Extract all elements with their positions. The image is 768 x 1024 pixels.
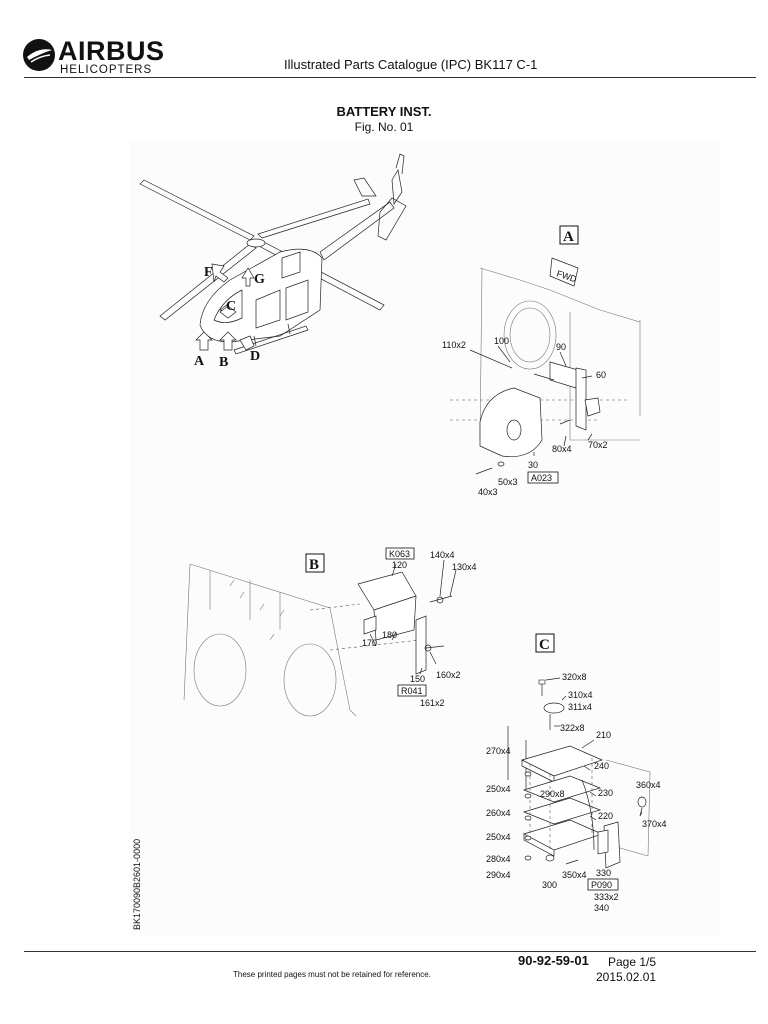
label-300: 300 xyxy=(542,880,557,890)
location-mark-f: F xyxy=(204,265,213,280)
brand-subtitle: HELICOPTERS xyxy=(60,64,153,76)
ref-box-r041: R041 xyxy=(401,686,423,696)
page-header: AIRBUS HELICOPTERS Illustrated Parts Cat… xyxy=(0,0,768,80)
label-310x4: 310x4 xyxy=(568,690,593,700)
header-rule xyxy=(24,77,756,78)
label-230: 230 xyxy=(598,788,613,798)
label-220: 220 xyxy=(598,811,613,821)
parts-drawing: F G C A B D A FWD xyxy=(130,140,720,935)
revision-date: 2015.02.01 xyxy=(596,970,657,984)
ref-box-p090: P090 xyxy=(591,880,612,890)
airbus-logo-mark-icon xyxy=(23,39,55,71)
label-290x4: 290x4 xyxy=(486,870,511,880)
label-340: 340 xyxy=(594,903,609,913)
label-240: 240 xyxy=(594,761,609,771)
label-311x4: 311x4 xyxy=(568,702,592,712)
label-60: 60 xyxy=(596,370,606,380)
view-a-letter: A xyxy=(563,229,574,245)
label-120: 120 xyxy=(392,560,407,570)
label-130x4: 130x4 xyxy=(452,562,477,572)
label-280x4: 280x4 xyxy=(486,854,511,864)
view-b-letter: B xyxy=(309,557,319,573)
location-mark-g: G xyxy=(254,272,265,287)
document-reference: 90-92-59-01 xyxy=(518,953,589,968)
figure-number: Fig. No. 01 xyxy=(354,120,414,134)
location-mark-a: A xyxy=(194,354,205,369)
label-40x3: 40x3 xyxy=(478,487,498,497)
view-b: B K063 120 140x4 130x4 180 170 160x2 1 xyxy=(183,547,477,717)
label-50x3: 50x3 xyxy=(498,477,518,487)
label-322x8: 322x8 xyxy=(560,723,585,733)
brand-name: AIRBUS xyxy=(58,36,165,66)
view-c-letter: C xyxy=(539,637,550,653)
label-110x2: 110x2 xyxy=(442,340,466,350)
label-350x4: 350x4 xyxy=(562,870,587,880)
label-270x4: 270x4 xyxy=(486,746,511,756)
label-90: 90 xyxy=(556,342,566,352)
drawing-code: BK170090B2601-0000 xyxy=(132,839,142,930)
label-70x2: 70x2 xyxy=(588,440,608,450)
label-320x8: 320x8 xyxy=(562,672,587,682)
label-170: 170 xyxy=(362,638,377,648)
label-80x4: 80x4 xyxy=(552,444,572,454)
location-mark-b: B xyxy=(219,355,228,370)
label-180: 180 xyxy=(382,630,397,640)
helicopter-overview: F G C A B D xyxy=(139,153,407,370)
label-360x4: 360x4 xyxy=(636,780,661,790)
ref-box-a023: A023 xyxy=(531,473,552,483)
label-333x2: 333x2 xyxy=(594,892,619,902)
figure-title: BATTERY INST. xyxy=(336,104,432,119)
label-370x4: 370x4 xyxy=(642,819,667,829)
label-330: 330 xyxy=(596,868,611,878)
label-140x4: 140x4 xyxy=(430,550,455,560)
label-260x4: 260x4 xyxy=(486,808,511,818)
view-c: C xyxy=(486,633,667,913)
label-250x4-upper: 250x4 xyxy=(486,784,511,794)
label-250x4-lower: 250x4 xyxy=(486,832,511,842)
location-mark-c: C xyxy=(226,299,236,314)
airbus-logo: AIRBUS HELICOPTERS xyxy=(22,36,165,78)
label-210: 210 xyxy=(596,730,611,740)
label-160x2: 160x2 xyxy=(436,670,461,680)
page-number: Page 1/5 xyxy=(608,955,657,969)
label-150: 150 xyxy=(410,674,425,684)
footer-rule xyxy=(24,951,756,952)
retention-notice: These printed pages must not be retained… xyxy=(233,970,431,979)
ref-box-k063: K063 xyxy=(389,549,410,559)
label-100: 100 xyxy=(494,336,509,346)
location-mark-d: D xyxy=(250,349,260,364)
view-a: A FWD 110x2 100 90 60 80x4 xyxy=(442,225,641,497)
label-30: 30 xyxy=(528,460,538,470)
label-290x8: 290x8 xyxy=(540,789,565,799)
document-title: Illustrated Parts Catalogue (IPC) BK117 … xyxy=(284,57,538,72)
label-161x2: 161x2 xyxy=(420,698,445,708)
